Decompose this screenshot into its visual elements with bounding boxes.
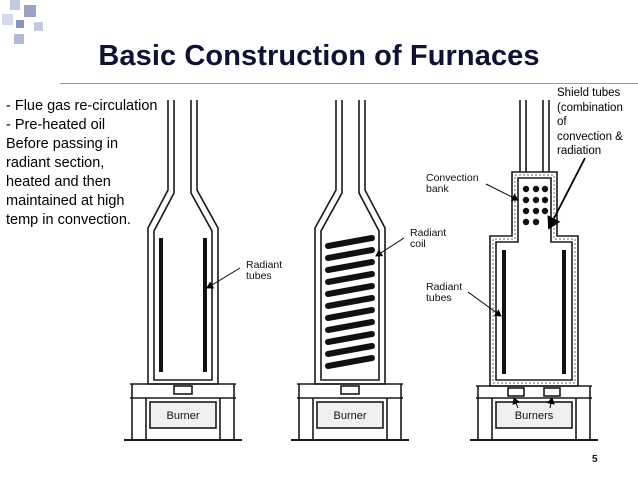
bullet-item: heated and then bbox=[6, 174, 111, 190]
furnace-2-coil-label: Radiant coil bbox=[410, 227, 449, 250]
label-line: tubes bbox=[426, 292, 452, 304]
label-line: Convection bbox=[426, 172, 479, 184]
label-line: Radiant bbox=[426, 281, 462, 293]
bullet-item: maintained at high bbox=[6, 193, 125, 209]
bullet-item: - Flue gas re-circulation bbox=[6, 98, 158, 114]
page-title: Basic Construction of Furnaces bbox=[98, 40, 540, 72]
shield-label-line: (combination bbox=[557, 101, 623, 114]
page-number: 5 bbox=[592, 454, 598, 465]
label-line: bank bbox=[426, 183, 450, 195]
furnace-1-right-tube bbox=[203, 238, 207, 372]
label-line: Radiant bbox=[410, 227, 446, 239]
furnace-1-outer-wall bbox=[147, 100, 219, 385]
furnace-1-inner-wall bbox=[153, 100, 213, 381]
furnace-2-radiant-coil bbox=[325, 235, 375, 369]
furnace-3-left-tube bbox=[502, 250, 506, 374]
label-line: Radiant bbox=[246, 259, 282, 271]
bullet-item: Before passing in bbox=[6, 136, 119, 152]
furnace-3-right-tube bbox=[562, 250, 566, 374]
furnace-3 bbox=[470, 100, 598, 441]
furnace-3-stack bbox=[519, 100, 550, 172]
shield-tubes-arrow bbox=[547, 157, 586, 230]
furnace-2-inner-wall bbox=[320, 100, 380, 381]
furnace-2 bbox=[291, 100, 409, 441]
title-divider bbox=[60, 83, 638, 84]
shield-tubes-label: Shield tubes (combination of convection … bbox=[557, 86, 637, 159]
furnace-3-burner-label: Burners bbox=[515, 410, 554, 422]
label-line: tubes bbox=[246, 270, 272, 282]
furnace-1-left-tube bbox=[159, 238, 163, 372]
furnace-3-tubes-label: Radiant tubes bbox=[426, 281, 465, 304]
shield-label-line: radiation bbox=[557, 145, 602, 157]
corner-decoration bbox=[2, 0, 43, 44]
furnace-3-inner-wall bbox=[495, 177, 573, 381]
furnace-1-burner-box bbox=[149, 401, 217, 429]
bullet-item: radiant section, bbox=[6, 155, 105, 171]
shield-label-line: Shield tubes bbox=[557, 87, 621, 99]
furnace-2-burner-label: Burner bbox=[333, 410, 366, 422]
bullet-list: - Flue gas re-circulation - Pre-heated o… bbox=[6, 97, 206, 230]
furnace-2-burner-box bbox=[316, 401, 384, 429]
furnace-1-burner-label: Burner bbox=[166, 410, 199, 422]
shield-label-line: convection & bbox=[557, 130, 623, 143]
furnace-3-convection-bank bbox=[522, 185, 549, 226]
label-line: coil bbox=[410, 238, 426, 250]
furnace-3-convection-label: Convection bank bbox=[426, 172, 481, 195]
shield-label-line: of bbox=[557, 116, 567, 128]
furnace-1 bbox=[124, 100, 242, 441]
furnace-3-burner-box bbox=[495, 401, 573, 429]
furnace-1-tubes-label: Radiant tubes bbox=[246, 259, 285, 282]
bullet-item: - Pre-heated oil bbox=[6, 117, 106, 133]
bullet-item: temp in convection. bbox=[6, 212, 131, 228]
